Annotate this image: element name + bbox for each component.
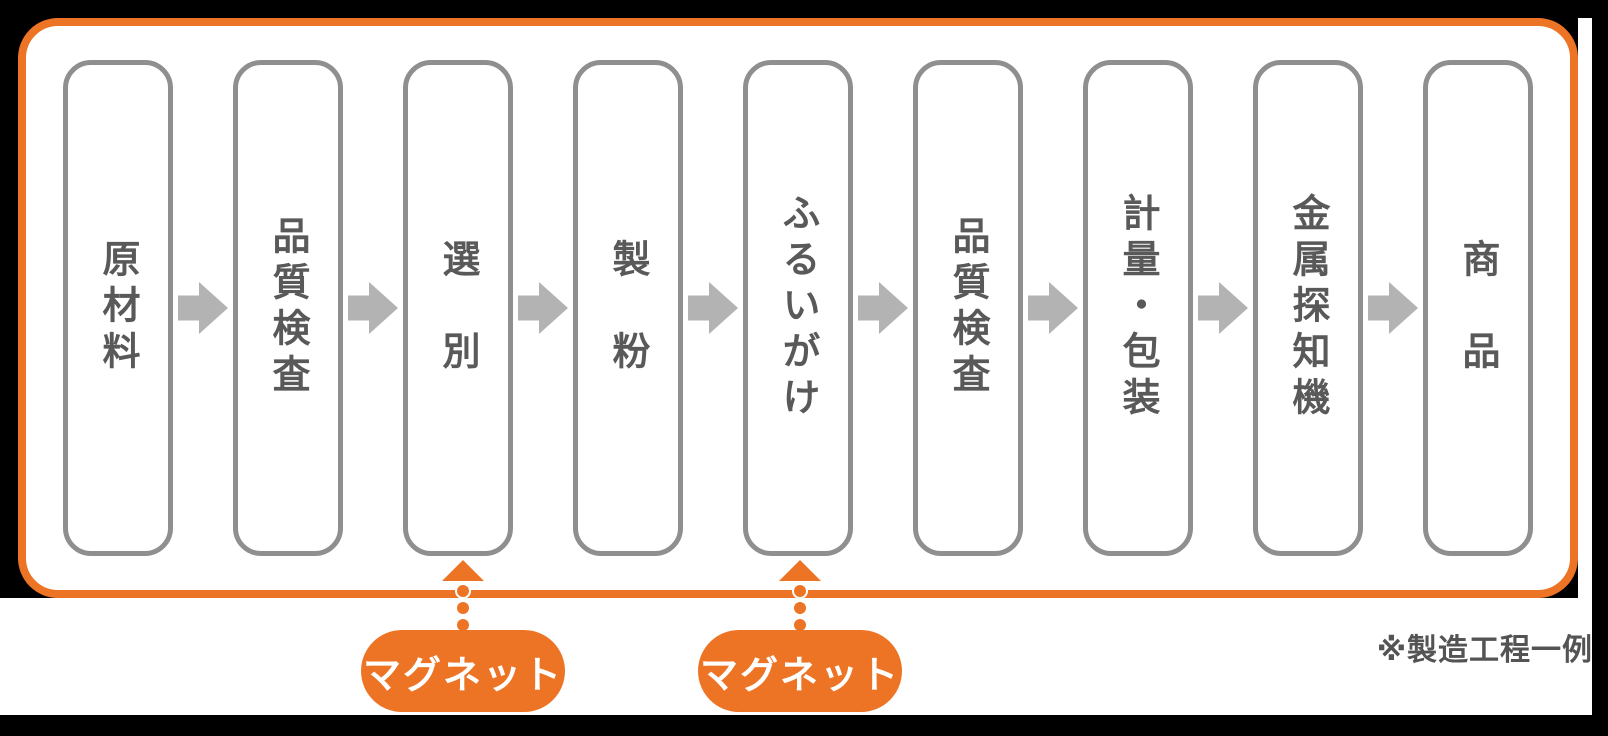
process-step-label: 金属探知機 xyxy=(1286,193,1330,423)
magnet-badge: マグネット xyxy=(698,630,902,712)
process-step-raw-materials: 原材料 xyxy=(63,60,173,556)
magnet-badge: マグネット xyxy=(361,630,565,712)
dotted-line-dot xyxy=(794,602,806,614)
process-frame: 原材料 品質検査 選 別 製 粉 ふるいがけ 品質検査 計量・包装 金属探知機 … xyxy=(18,18,1578,598)
dotted-line-dot xyxy=(794,619,806,631)
process-step-quality-inspection-2: 品質検査 xyxy=(913,60,1023,556)
flow-arrow-icon xyxy=(858,282,908,334)
magnet-callout-sieving: マグネット xyxy=(698,560,902,714)
flow-arrow-icon xyxy=(348,282,398,334)
process-step-weighing-packaging: 計量・包装 xyxy=(1083,60,1193,556)
flow-arrow-icon xyxy=(1198,282,1248,334)
process-step-label: 製 粉 xyxy=(606,239,650,377)
process-step-metal-detector: 金属探知機 xyxy=(1253,60,1363,556)
arrow-up-icon xyxy=(779,560,821,581)
dotted-line-dot xyxy=(457,619,469,631)
process-step-label: 品質検査 xyxy=(266,216,310,400)
magnet-callout-sorting: マグネット xyxy=(361,560,565,714)
process-example-note: ※製造工程一例 xyxy=(1376,633,1593,668)
process-step-sorting: 選 別 xyxy=(403,60,513,556)
dotted-line-dot xyxy=(457,602,469,614)
process-step-label: 品質検査 xyxy=(946,216,990,400)
flow-arrow-icon xyxy=(518,282,568,334)
flow-arrow-icon xyxy=(1368,282,1418,334)
process-step-milling: 製 粉 xyxy=(573,60,683,556)
flow-arrow-icon xyxy=(1028,282,1078,334)
dotted-line-dot xyxy=(457,585,469,597)
dotted-line-dot xyxy=(794,585,806,597)
process-step-quality-inspection-1: 品質検査 xyxy=(233,60,343,556)
flow-arrow-icon xyxy=(178,282,228,334)
process-step-sieving: ふるいがけ xyxy=(743,60,853,556)
process-step-label: ふるいがけ xyxy=(776,193,820,423)
arrow-up-icon xyxy=(442,560,484,581)
right-margin-sliver xyxy=(1578,18,1592,598)
process-step-label: 原材料 xyxy=(96,239,140,377)
process-step-label: 商 品 xyxy=(1456,239,1500,377)
process-step-label: 計量・包装 xyxy=(1116,193,1160,423)
flow-arrow-icon xyxy=(688,282,738,334)
process-step-product: 商 品 xyxy=(1423,60,1533,556)
magnet-badge-label: マグネット xyxy=(699,652,900,697)
magnet-badge-label: マグネット xyxy=(362,652,563,697)
process-step-label: 選 別 xyxy=(436,239,480,377)
